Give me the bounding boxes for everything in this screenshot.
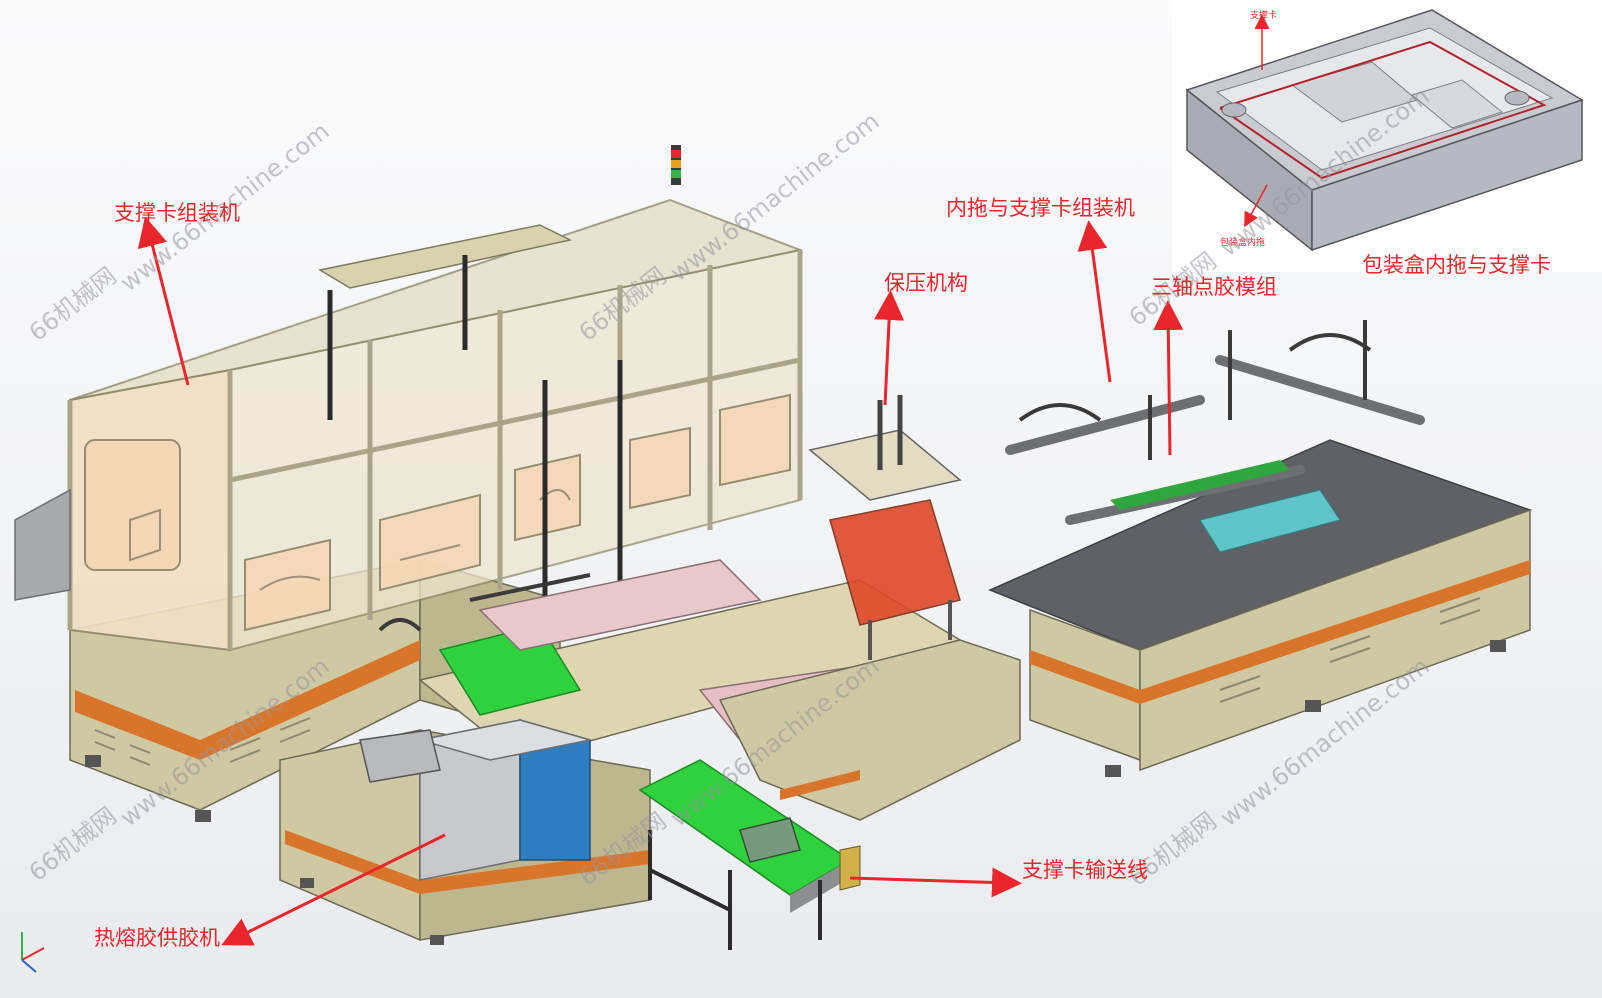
label-three-axis-glue: 三轴点胶模组 [1151,275,1277,299]
inset-label-inner-tray: 包装盒内拖 [1220,238,1266,248]
label-inner-tray-support-assembler: 内拖与支撑卡组装机 [946,196,1135,220]
package-box-drawing [1185,9,1584,252]
press-mechanism [808,395,962,660]
label-conveyor: 支撑卡输送线 [1022,858,1148,882]
support-card-assembly-machine [14,145,804,822]
inset-label-support-card: 支撑卡 [1250,11,1278,21]
center-assembly-area [378,559,1021,821]
annotation-arrows [137,216,1184,946]
inner-tray-support-assembly-machine [988,320,1533,777]
label-inset-caption: 包装盒内拖与支撑卡 [1362,253,1551,277]
label-hot-melt-glue: 热熔胶供胶机 [94,926,220,950]
support-card-conveyor [638,759,861,950]
inset-package-view: 支撑卡 包装盒内拖 [1172,0,1602,272]
label-press-mechanism: 保压机构 [884,271,968,295]
axis-triad [21,932,45,973]
label-support-card-assembler: 支撑卡组装机 [114,201,240,225]
hot-melt-glue-machine [279,719,651,945]
